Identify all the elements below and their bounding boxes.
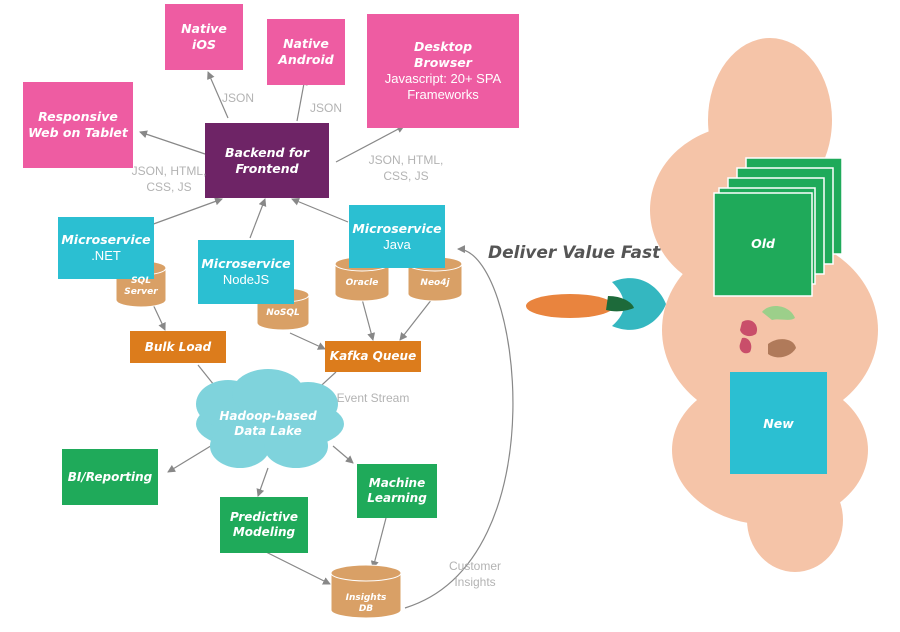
native-ios-line2: iOS: [192, 37, 216, 52]
desktop-browser-line3: Javascript: 20+ SPA: [384, 71, 502, 86]
microservice-java-box: Microservice Java: [349, 205, 445, 268]
responsive-web-box: Responsive Web on Tablet: [23, 82, 133, 168]
bff-line1: Backend for: [224, 144, 310, 160]
deliver-value-fast-headline: Deliver Value Fast: [488, 243, 661, 263]
native-ios-box: Native iOS: [165, 4, 243, 70]
swirl-logo-icon: [739, 306, 796, 358]
edge-label-customer-insights: Customer Insights: [440, 558, 510, 590]
sql-server-line1: SQL: [131, 276, 151, 286]
sql-server-line2: Server: [124, 287, 158, 297]
edge-label-left-line2: CSS, JS: [146, 180, 192, 194]
microservice-node-line1: Microservice: [201, 256, 291, 271]
data-lake-cloud: [196, 369, 344, 468]
ml-line2: Learning: [367, 491, 427, 505]
backend-for-frontend-box: Backend for Frontend: [205, 123, 329, 198]
customer-insights-line1: Customer: [448, 559, 501, 573]
peach-cloud-shape: [650, 38, 878, 572]
kafka-queue-box: Kafka Queue: [325, 341, 421, 372]
nosql-label: NoSQL: [266, 308, 300, 318]
edge-label-json-android: JSON: [309, 101, 342, 115]
microservice-net-box: Microservice .NET: [58, 217, 154, 279]
customer-insights-line2: Insights: [454, 575, 496, 589]
native-ios-line1: Native: [181, 21, 227, 36]
edge-label-json-html-right: JSON, HTML, CSS, JS: [364, 152, 448, 184]
old-stack: [713, 157, 843, 297]
microservice-java-line2: Java: [383, 236, 411, 252]
edge-label-left-line1: JSON, HTML,: [131, 164, 207, 178]
data-lake-line2: Data Lake: [234, 424, 302, 438]
machine-learning-box: Machine Learning: [357, 464, 437, 518]
microservice-net-line2: .NET: [91, 248, 121, 263]
new-label: New: [763, 416, 794, 431]
desktop-browser-line2: Browser: [414, 55, 472, 70]
edge-label-event-stream: Event Stream: [336, 391, 410, 405]
bulk-load-box: Bulk Load: [130, 331, 226, 363]
speed-fish-icon: [526, 278, 666, 330]
insights-db-label: Insights DB: [331, 593, 401, 615]
native-android-line2: Android: [278, 52, 334, 67]
desktop-browser-line4: Frameworks: [407, 87, 479, 102]
oracle-label: Oracle: [345, 278, 379, 288]
ml-line1: Machine: [368, 476, 426, 490]
neo4j-label: Neo4j: [420, 278, 450, 288]
microservice-net-line1: Microservice: [61, 232, 151, 247]
edge-label-right-line2: CSS, JS: [383, 169, 429, 183]
bi-reporting-box: BI/Reporting: [62, 449, 158, 505]
old-label: Old: [751, 236, 775, 251]
microservice-node-line2: NodeJS: [222, 272, 270, 287]
responsive-web-line1: Responsive: [38, 109, 118, 124]
predictive-line2: Modeling: [232, 525, 296, 539]
desktop-browser-box: Desktop Browser Javascript: 20+ SPA Fram…: [367, 14, 519, 128]
data-lake-label: Hadoop-based Data Lake: [204, 402, 332, 446]
responsive-web-line2: Web on Tablet: [28, 125, 128, 140]
edge-label-json-ios: JSON: [221, 91, 254, 105]
bff-line2: Frontend: [235, 160, 299, 176]
predictive-line1: Predictive: [229, 510, 299, 524]
edge-label-json-html-left: JSON, HTML, CSS, JS: [128, 163, 210, 195]
native-android-box: Native Android: [267, 19, 345, 85]
arrows: [139, 71, 514, 609]
insights-db-line1: Insights: [345, 593, 387, 603]
sql-server-label: SQL Server: [116, 276, 166, 298]
insights-db-line2: DB: [358, 604, 374, 614]
native-android-line1: Native: [283, 36, 329, 51]
desktop-browser-line1: Desktop: [413, 39, 473, 54]
microservice-java-line1: Microservice: [352, 220, 442, 236]
edge-label-right-line1: JSON, HTML,: [368, 153, 444, 167]
data-lake-line1: Hadoop-based: [219, 409, 317, 423]
insights-db-icon: [330, 564, 402, 619]
microservice-node-box: Microservice NodeJS: [198, 240, 294, 304]
new-square: [730, 372, 827, 474]
predictive-modeling-box: Predictive Modeling: [220, 497, 308, 553]
